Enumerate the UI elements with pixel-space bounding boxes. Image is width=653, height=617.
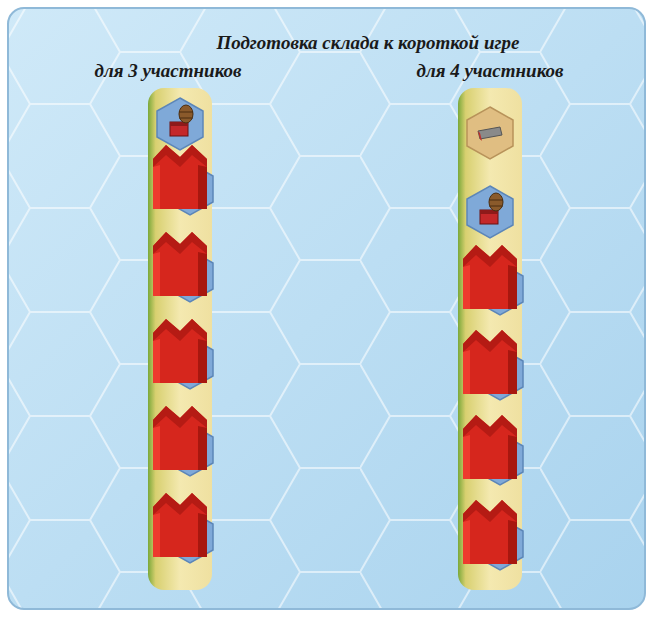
heading: Подготовка склада к короткой игре <box>216 32 519 54</box>
column-label: для 4 участников <box>416 60 563 82</box>
column-label: для 3 участников <box>94 60 241 82</box>
